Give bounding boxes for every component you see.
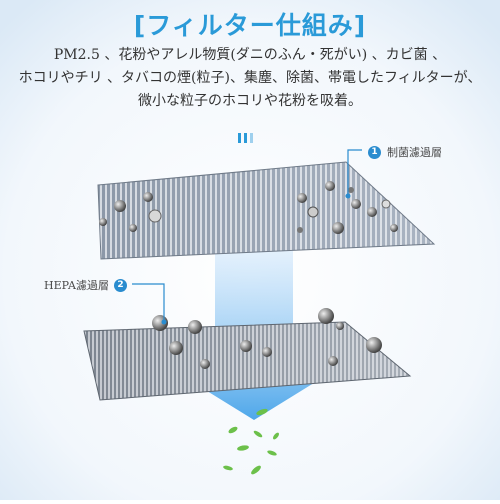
layer-1-name: 制菌濾過層	[387, 146, 442, 159]
description-line: 微小な粒子のホコリや花粉を吸着。	[138, 93, 362, 109]
layer-1-label: 1 制菌濾過層	[368, 144, 442, 160]
description-line: ホコリやチリ 、タバコの煙(粒子)、集塵、除菌、帯電したフィルターが、	[18, 70, 482, 86]
layer-2-name: HEPA濾過層	[44, 279, 109, 292]
layer-2-label: HEPA濾過層 2	[44, 277, 127, 293]
description: PM2.5 、花粉やアレル物質(ダニのふん・死がい) 、カビ菌 、 ホコリやチリ…	[0, 44, 500, 113]
filter-layer-1	[97, 161, 436, 260]
particles-layer-1	[99, 181, 398, 234]
filter-layer-2	[83, 321, 412, 401]
layer-2-number-badge: 2	[113, 278, 127, 292]
green-leaves	[223, 408, 279, 475]
page-title: [フィルター仕組み]	[133, 11, 367, 40]
callout-line-1	[347, 149, 362, 196]
description-line: PM2.5 、花粉やアレル物質(ダニのふん・死がい) 、カビ菌 、	[53, 47, 447, 63]
callout-line-2	[132, 283, 165, 322]
layer-1-number-badge: 1	[368, 145, 381, 159]
particles-layer-2	[152, 308, 382, 369]
decor-marks	[238, 133, 253, 143]
